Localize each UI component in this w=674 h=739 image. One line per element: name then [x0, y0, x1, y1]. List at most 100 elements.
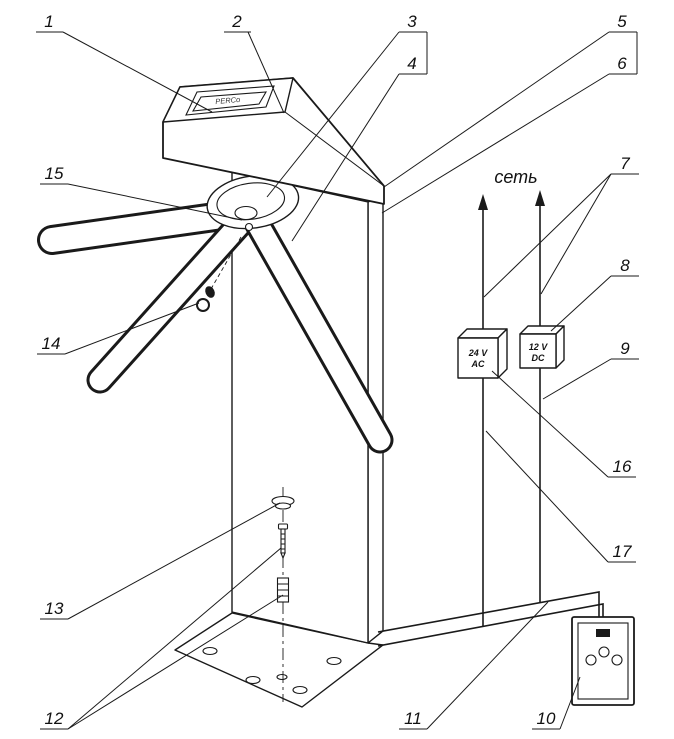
callout-12-leader-a: [67, 547, 282, 730]
callout-15-leader: [67, 183, 243, 221]
up-arrow-icon: [535, 190, 545, 206]
callout-8-leader: [550, 275, 612, 332]
callout-6-leader: [381, 73, 610, 214]
callout-3-label: 3: [407, 12, 417, 31]
key-ring-icon: [196, 298, 210, 312]
screw-tip: [280, 552, 286, 560]
callout-14: 14: [37, 302, 200, 355]
callout-16-label: 16: [613, 457, 632, 476]
hub-cap: [234, 205, 258, 221]
anchor-screw: [277, 523, 289, 560]
key-assembly: [196, 236, 242, 312]
cable-to-remote-1: [377, 591, 600, 633]
network-label: сеть: [494, 167, 537, 187]
callout-8: 8: [550, 256, 639, 332]
remote-control: [571, 616, 635, 706]
callout-4: 4: [291, 32, 428, 242]
callout-8-label: 8: [620, 256, 630, 275]
callout-14-leader: [64, 302, 200, 355]
remote-logo: [596, 629, 610, 637]
callout-5: 5: [383, 12, 637, 188]
callout-16-leader: [491, 370, 609, 478]
hub-inner: [216, 182, 286, 221]
mounting-hole: [292, 685, 308, 695]
callouts: 1 2 3 4 5 6: [36, 12, 639, 730]
anchor-sleeve: [276, 577, 290, 603]
callout-1: 1: [36, 12, 213, 113]
callout-17: 17: [485, 430, 636, 563]
callout-9: 9: [542, 339, 639, 400]
anchor-cap: [271, 495, 295, 510]
anchor-hardware: [271, 487, 295, 702]
anchor-hole: [276, 673, 288, 681]
psu1-voltage-label: 24 V: [468, 348, 489, 358]
callout-9-label: 9: [620, 339, 630, 358]
power-circuit: сеть 24 V AC 12 V DC: [377, 167, 604, 647]
callout-1-label: 1: [44, 12, 53, 31]
arm-right-fill: [245, 210, 391, 451]
remote-button: [611, 654, 623, 666]
callout-16: 16: [491, 370, 636, 478]
callout-11-label: 11: [404, 709, 422, 728]
callout-9-leader: [542, 358, 612, 400]
callout-7-leader-a: [483, 173, 612, 298]
psu1-side-face: [497, 328, 508, 379]
base-plate-outline: [174, 612, 384, 708]
cables-to-remote: [377, 591, 604, 647]
turnstile-head: PERCo: [162, 77, 385, 205]
psu1-front-face: [457, 337, 499, 379]
callout-12-label: 12: [45, 709, 64, 728]
callout-5-label: 5: [617, 12, 627, 31]
key-axis-line: [210, 236, 242, 290]
callout-2: 2: [224, 12, 285, 114]
base-plate: [174, 612, 384, 708]
callout-15-label: 15: [45, 164, 64, 183]
callout-13-label: 13: [45, 599, 64, 618]
tripod-arms: [37, 199, 394, 454]
display-screen: [191, 91, 268, 112]
mounting-hole: [202, 646, 218, 656]
arm-right: [242, 207, 394, 454]
psu1-type-label: AC: [471, 359, 485, 369]
callout-11: 11: [399, 601, 549, 730]
callout-2-leader: [247, 31, 285, 114]
mains-line-left: [478, 194, 488, 626]
callout-13-leader: [67, 502, 281, 620]
screw-head: [277, 523, 289, 530]
remote-button: [585, 654, 597, 666]
callout-6-label: 6: [617, 54, 627, 73]
callout-13: 13: [40, 502, 281, 620]
hub-lock: [244, 222, 254, 232]
cable-to-remote-2: [377, 603, 604, 647]
psu2-voltage-label: 12 V: [529, 342, 549, 352]
turnstile: PERCo: [37, 77, 394, 708]
callout-7-leader-b: [540, 173, 612, 295]
mains-line-right: [535, 190, 545, 603]
psu-24vac: 24 V AC: [457, 328, 508, 379]
remote-button: [598, 646, 610, 658]
callout-7: 7: [483, 154, 639, 298]
arm-left: [37, 199, 251, 255]
head-ridge: [284, 111, 385, 187]
psu-12vdc: 12 V DC: [519, 325, 565, 369]
callout-10-label: 10: [537, 709, 556, 728]
psu2-side-face: [555, 325, 565, 369]
callout-2-label: 2: [231, 12, 242, 31]
callout-4-leader: [291, 73, 400, 242]
callout-5-leader: [383, 31, 610, 188]
display-text: PERCo: [215, 95, 241, 106]
key-icon: [205, 286, 215, 298]
callout-7-label: 7: [620, 154, 630, 173]
callout-14-label: 14: [42, 334, 61, 353]
callout-4-label: 4: [407, 54, 416, 73]
psu2-type-label: DC: [532, 353, 545, 363]
callout-15: 15: [40, 164, 243, 221]
arm-front-fill: [89, 213, 251, 391]
callout-12-leader-b: [67, 594, 284, 730]
callout-17-leader: [485, 430, 609, 563]
callout-3-leader: [266, 31, 400, 198]
callout-6: 6: [381, 32, 638, 214]
callout-11-leader: [426, 601, 549, 730]
